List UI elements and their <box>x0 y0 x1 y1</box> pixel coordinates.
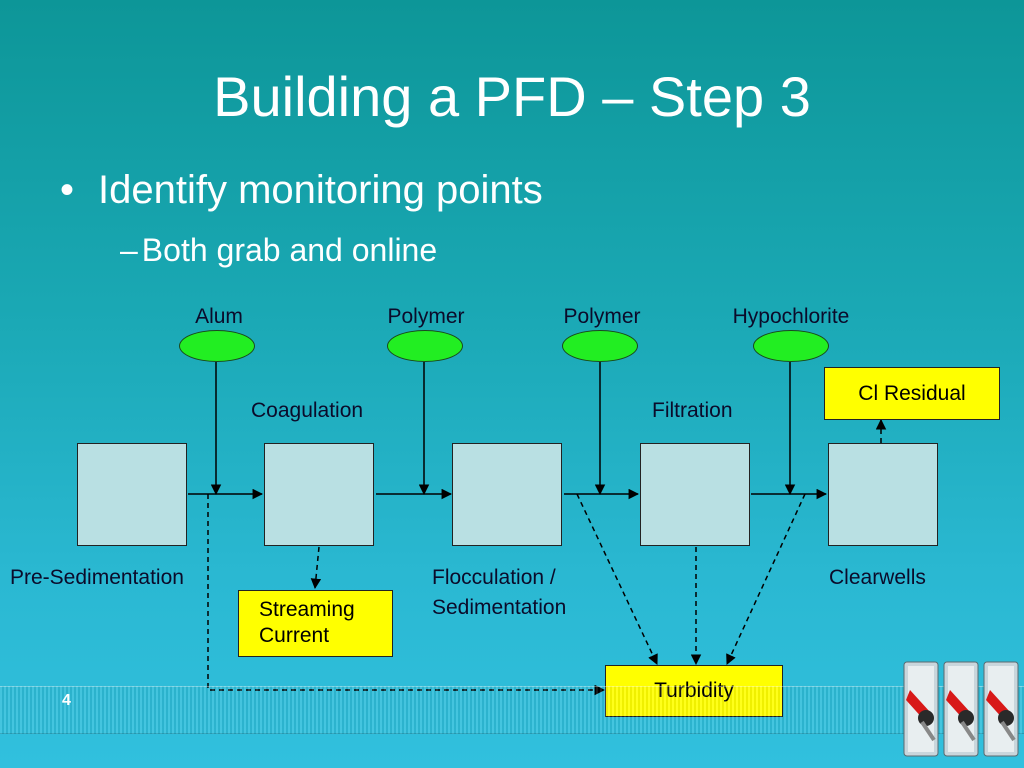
bullet-glyph: • <box>60 168 75 212</box>
chemical-label-alum: Alum <box>195 305 243 328</box>
label-clearwells: Clearwells <box>829 566 926 589</box>
label-flocculation: Flocculation / <box>432 566 556 589</box>
bullet-text: Identify monitoring points <box>98 168 543 212</box>
chemical-feed-polymer-2 <box>562 330 638 362</box>
slide-title: Building a PFD – Step 3 <box>213 65 811 128</box>
monitor-line-raw-turbidity <box>207 494 606 696</box>
monitor-turbidity: Turbidity <box>605 665 783 717</box>
monitor-line-streaming <box>310 546 322 590</box>
sub-bullet-grab-online: –Both grab and online <box>120 230 437 270</box>
monitor-streaming-line1: Streaming <box>259 598 355 621</box>
slide-page-number: 4 <box>62 692 71 709</box>
unit-filtration <box>640 443 750 546</box>
footer-band <box>0 686 1024 734</box>
chemical-label-polymer-1: Polymer <box>387 305 465 328</box>
label-pre-sedimentation: Pre-Sedimentation <box>10 566 184 589</box>
monitor-streaming-line2: Current <box>259 624 330 647</box>
chemical-feed-hypochlorite <box>753 330 829 362</box>
valve-logo-icon <box>903 661 1019 757</box>
monitor-cl-residual: Cl Residual <box>824 367 1000 420</box>
monitor-line-settled-turbidity <box>576 493 658 665</box>
unit-flocculation-sedimentation <box>452 443 562 546</box>
unit-pre-sedimentation <box>77 443 187 546</box>
chemical-feed-alum <box>179 330 255 362</box>
monitor-cl-residual-text: Cl Residual <box>858 381 966 405</box>
monitor-streaming-current: Streaming Current <box>238 590 393 657</box>
label-sedimentation: Sedimentation <box>432 596 567 619</box>
unit-coagulation <box>264 443 374 546</box>
monitor-line-finished-turbidity <box>726 493 806 665</box>
bullet-identify-monitoring: • Identify monitoring points <box>60 166 543 214</box>
monitor-turbidity-text: Turbidity <box>654 678 734 704</box>
label-coagulation: Coagulation <box>251 399 364 422</box>
chemical-label-hypochlorite: Hypochlorite <box>732 305 850 328</box>
chemical-feed-polymer-1 <box>387 330 463 362</box>
chemical-label-polymer-2: Polymer <box>563 305 641 328</box>
sub-bullet-text: Both grab and online <box>141 232 438 268</box>
sub-bullet-glyph: – <box>120 232 138 268</box>
unit-clearwells <box>828 443 938 546</box>
label-filtration: Filtration <box>652 399 733 422</box>
